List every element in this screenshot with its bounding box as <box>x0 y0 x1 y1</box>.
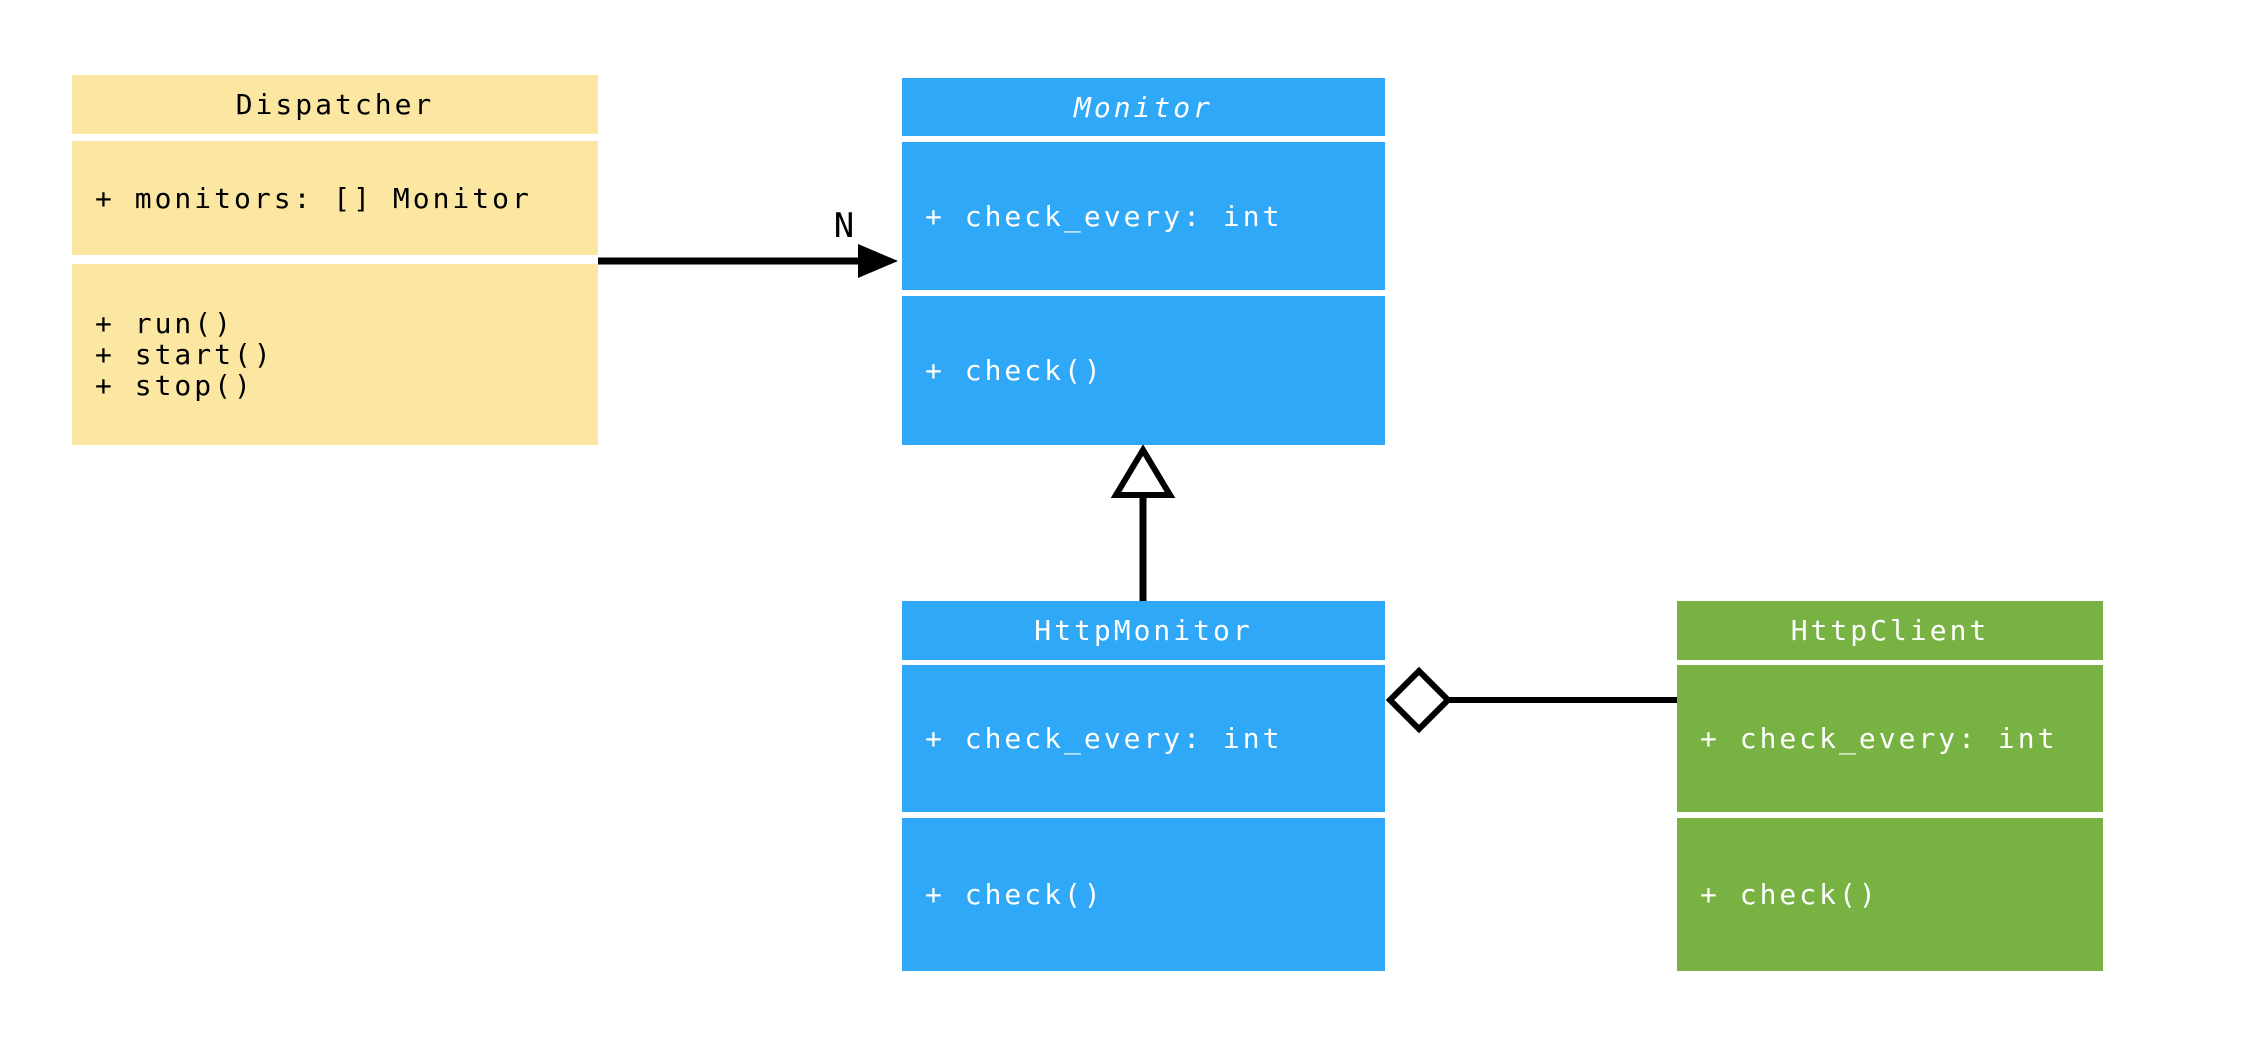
method-item: + check() <box>925 354 1104 387</box>
attribute-item: + check_every: int <box>1700 722 2058 755</box>
method-item: + start() <box>95 338 274 371</box>
class-title-http-monitor: HttpMonitor <box>902 601 1385 660</box>
class-attributes-dispatcher: + monitors: [] Monitor <box>72 141 598 255</box>
class-title-monitor: Monitor <box>902 78 1385 136</box>
class-box-http-monitor: HttpMonitor + check_every: int + check() <box>902 601 1385 971</box>
class-title-http-client: HttpClient <box>1677 601 2103 660</box>
attribute-item: + monitors: [] Monitor <box>95 181 532 215</box>
class-methods-dispatcher: + run() + start() + stop() <box>72 264 598 445</box>
class-title-dispatcher: Dispatcher <box>72 75 598 134</box>
method-item: + stop() <box>95 369 254 402</box>
class-methods-monitor: + check() <box>902 296 1385 445</box>
association-arrowhead-icon <box>858 244 898 278</box>
class-attributes-monitor: + check_every: int <box>902 142 1385 290</box>
method-item: + check() <box>1700 878 1879 911</box>
association-multiplicity-label: N <box>833 206 855 246</box>
class-box-dispatcher: Dispatcher + monitors: [] Monitor + run(… <box>72 75 598 445</box>
attribute-item: + check_every: int <box>925 199 1283 233</box>
generalization-triangle-icon <box>1110 444 1176 498</box>
class-methods-http-client: + check() <box>1677 818 2103 971</box>
method-item: + check() <box>925 878 1104 911</box>
class-methods-http-monitor: + check() <box>902 818 1385 971</box>
class-attributes-http-monitor: + check_every: int <box>902 665 1385 812</box>
attribute-item: + check_every: int <box>925 722 1283 755</box>
class-box-http-client: HttpClient + check_every: int + check() <box>1677 601 2103 971</box>
aggregation-diamond-icon <box>1385 666 1453 734</box>
method-item: + run() <box>95 307 235 340</box>
class-box-monitor: Monitor + check_every: int + check() <box>902 78 1385 445</box>
class-attributes-http-client: + check_every: int <box>1677 665 2103 812</box>
